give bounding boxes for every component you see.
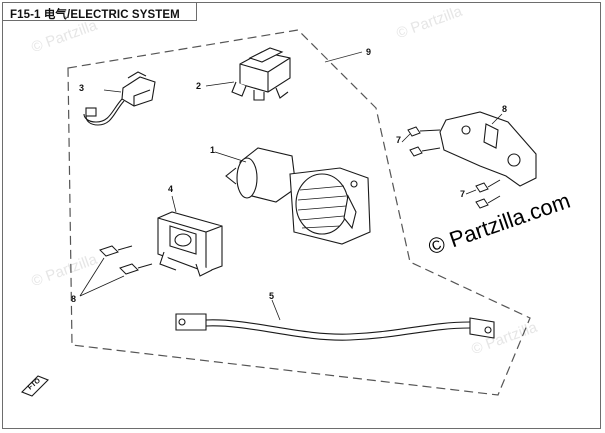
part-4-bracket [157, 195, 223, 277]
diagram-frame [2, 2, 601, 429]
diagram-title: F15-1 电气/ELECTRIC SYSTEM [10, 9, 180, 21]
part-3-relay-sensor [83, 71, 156, 126]
callout-2: 2 [196, 81, 201, 91]
callout-7-lower: 7 [460, 189, 465, 199]
part-5-battery-cable [175, 299, 495, 341]
callout-7-upper: 7 [396, 135, 401, 145]
fto-direction-badge: FTO [21, 375, 49, 397]
assembly-boundary [67, 29, 531, 396]
callout-5: 5 [269, 291, 274, 301]
callout-9: 9 [366, 47, 371, 57]
callout-1: 1 [210, 145, 215, 155]
callout-4: 4 [168, 184, 173, 194]
part-8-connectors [79, 245, 153, 297]
callout-3: 3 [79, 83, 84, 93]
part-7-bolts-lower [465, 179, 501, 209]
title-box: F15-1 电气/ELECTRIC SYSTEM [2, 2, 197, 21]
part-8-mounting-plate [439, 111, 537, 187]
part-2-relay-block [205, 47, 291, 101]
part-1-winch [214, 147, 371, 245]
part-7-bolts-upper [401, 126, 441, 157]
callout-8-lower: 8 [71, 294, 76, 304]
callout-8-upper: 8 [502, 104, 507, 114]
leader-line-9 [324, 51, 363, 63]
